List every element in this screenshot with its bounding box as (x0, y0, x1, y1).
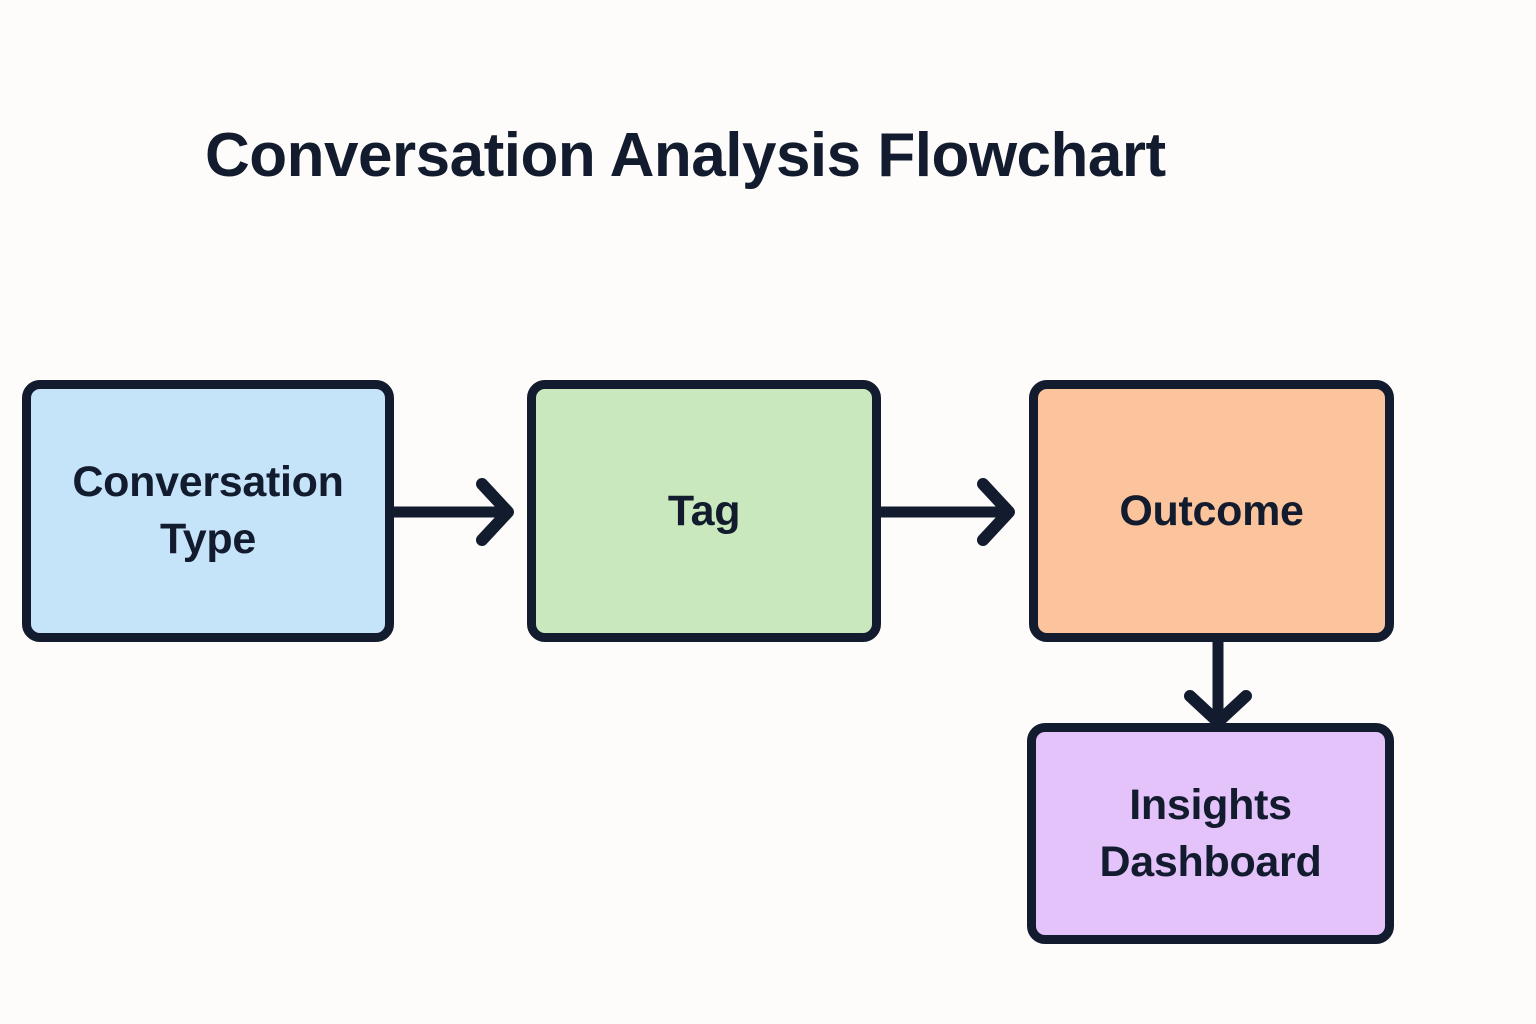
node-tag[interactable]: Tag (527, 380, 881, 642)
edge-tag-to-outcome (877, 478, 1015, 546)
node-insights-dashboard-label: Insights Dashboard (1099, 780, 1322, 886)
node-insights-dashboard[interactable]: Insights Dashboard (1027, 723, 1394, 944)
node-outcome-label: Outcome (1119, 486, 1304, 535)
node-conversation-type-label: Conversation Type (72, 458, 344, 563)
node-conversation-type[interactable]: Conversation Type (22, 380, 394, 642)
page-title: Conversation Analysis Flowchart (205, 121, 1166, 190)
node-outcome[interactable]: Outcome (1029, 380, 1394, 642)
edge-conversation-type-to-tag (390, 478, 514, 546)
chevron-arrowhead-icon (476, 478, 514, 546)
node-tag-label: Tag (667, 486, 741, 535)
edge-outcome-to-dashboard (1184, 634, 1252, 728)
chevron-arrowhead-icon (1184, 690, 1252, 728)
chevron-arrowhead-icon (977, 478, 1015, 546)
